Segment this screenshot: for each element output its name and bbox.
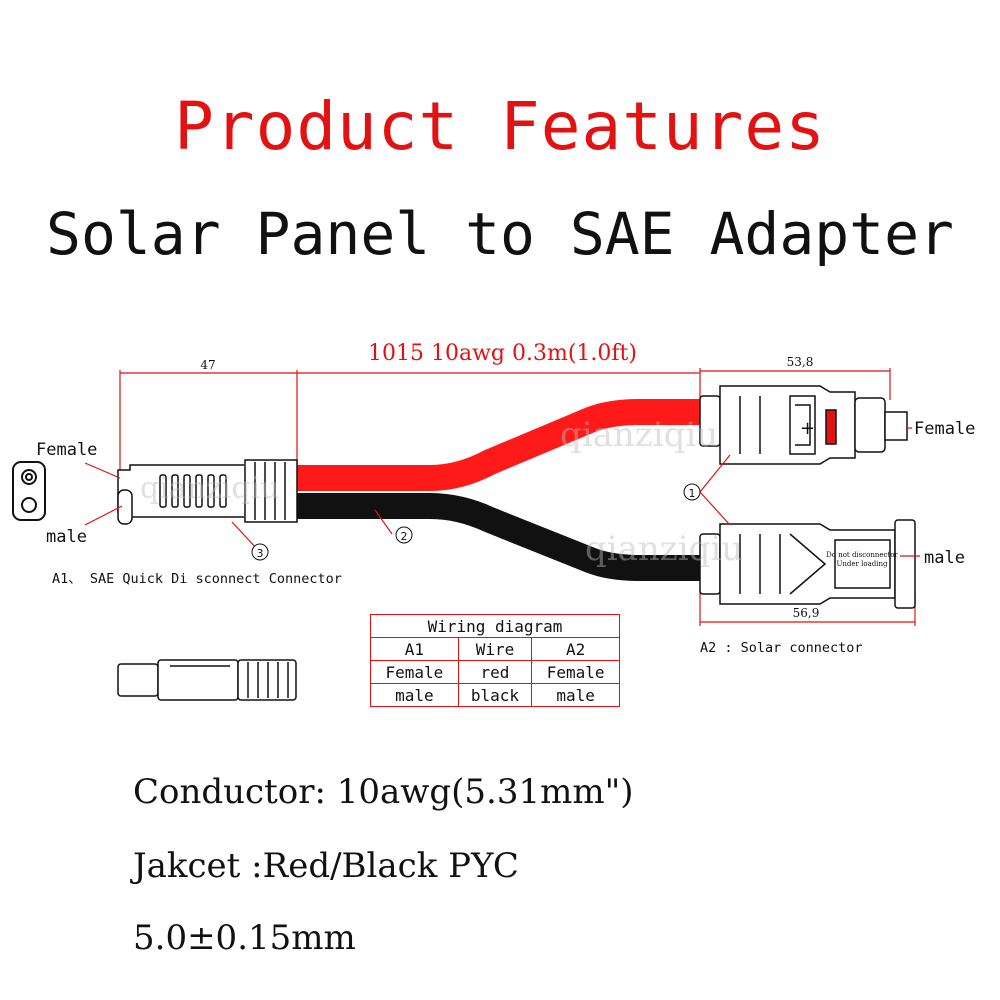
a1-caption: A1、 SAE Quick Di sconnect Connector [52, 571, 342, 587]
solar-female-label: Female [914, 419, 975, 439]
page-title: Product Features [174, 88, 826, 165]
leader-lines [84, 427, 920, 557]
dimension-lines [119, 368, 916, 626]
watermark-3: qianziqiu [585, 529, 743, 569]
sae-end-icon [12, 461, 46, 521]
sae-side-view-icon [117, 659, 297, 701]
page-subtitle: Solar Panel to SAE Adapter [46, 200, 954, 268]
black-wire [297, 493, 705, 581]
solar-male-label: male [924, 548, 965, 568]
table-cell: black [457, 683, 533, 707]
table-title-row: Wiring diagram [370, 614, 620, 638]
table-header-row: A1 Wire A2 [370, 637, 620, 661]
wiring-table-title: Wiring diagram [370, 614, 620, 638]
dim-right-bottom: 56,9 [793, 606, 820, 620]
solar-female-connector-icon [699, 385, 908, 465]
callout-circles [251, 483, 701, 561]
callout-2: 2 [401, 530, 408, 543]
table-cell: male [531, 683, 620, 707]
table-header: A1 [370, 637, 459, 661]
dim-left: 47 [200, 358, 215, 372]
cable-label: 1015 10awg 0.3m(1.0ft) [368, 341, 637, 366]
sae-connector-icon [117, 459, 298, 525]
a2-caption: A2 : Solar connector [700, 640, 863, 656]
warning-line-1: Do not disconnector [826, 551, 898, 559]
sae-male-label: male [46, 527, 87, 547]
table-cell: Female [370, 660, 459, 684]
callout-3: 3 [257, 547, 264, 560]
table-cell: male [370, 683, 459, 707]
solar-male-connector-icon [699, 519, 916, 609]
plus-mark: + [800, 418, 815, 439]
table-header: Wire [457, 637, 533, 661]
sae-female-label: Female [36, 440, 97, 460]
watermark-2: qianziqiu [560, 415, 718, 455]
red-wire [297, 399, 705, 491]
watermark: qianziqiu [140, 471, 280, 506]
dim-right-top: 53,8 [787, 355, 814, 369]
table-cell: Female [531, 660, 620, 684]
spec-tolerance: 5.0±0.15mm [133, 918, 356, 958]
table-header: A2 [531, 637, 620, 661]
table-row: Female red Female [370, 660, 620, 684]
spec-jacket: Jakcet :Red/Black PYC [133, 846, 519, 886]
warning-line-2: Under loading [837, 560, 888, 568]
callout-1: 1 [689, 487, 696, 500]
table-row: male black male [370, 683, 620, 707]
wiring-table: Wiring diagram A1 Wire A2 Female red Fem… [370, 614, 620, 707]
spec-conductor: Conductor: 10awg(5.31mm") [133, 772, 634, 812]
table-cell: red [457, 660, 533, 684]
